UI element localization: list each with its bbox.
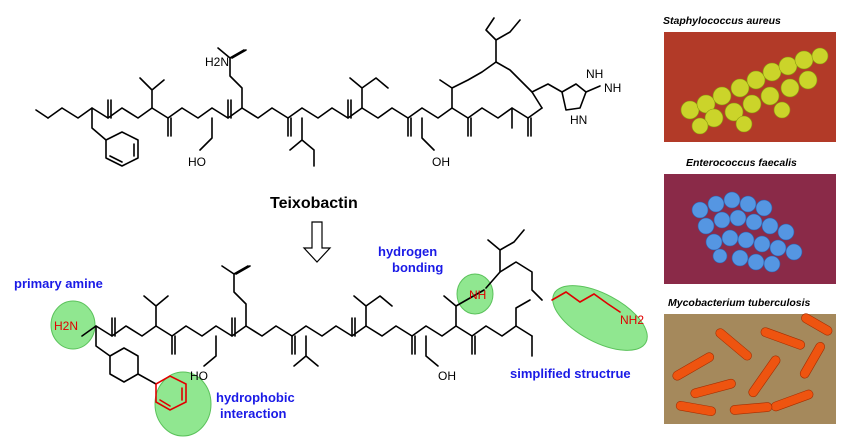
molecule-name: Teixobactin [270, 195, 358, 212]
bacteria-panel-2: Enterococcus faecalis [664, 157, 836, 284]
atom-h2n: H2N [205, 55, 229, 69]
atom-ho: HO [188, 155, 206, 169]
atom-h2n-primary: H2N [54, 319, 78, 333]
bacteria-panel-1: Staphylococcus aureus [663, 15, 836, 142]
atom-ho-bottom: HO [190, 369, 208, 383]
label-hydrogen: hydrogen [378, 244, 437, 259]
atom-oh: OH [432, 155, 450, 169]
analog-structure: H2N NH NH2 HO OH [54, 229, 644, 411]
teixobactin-structure: H2N HO OH NH NH HN [35, 17, 621, 169]
label-primary-amine: primary amine [14, 276, 103, 291]
label-simplified-structure: simplified structrue [510, 366, 631, 381]
atom-oh-bottom: OH [438, 369, 456, 383]
atom-nh-ring: NH [586, 67, 603, 81]
label-bonding: bonding [392, 260, 443, 275]
highlight-primary-amine [50, 300, 96, 350]
atom-nh2-lys: NH2 [620, 313, 644, 327]
caption-enterococcus: Enterococcus faecalis [686, 157, 797, 169]
highlight-hydrogen-bonding [456, 273, 494, 315]
atom-hn-ring: HN [570, 113, 587, 127]
caption-mycobacterium: Mycobacterium tuberculosis [668, 297, 811, 309]
caption-staph: Staphylococcus aureus [663, 15, 781, 27]
atom-nh-bond: NH [469, 288, 486, 302]
highlight-simplified [552, 285, 648, 351]
bacteria-panel-3: Mycobacterium tuberculosis [664, 297, 836, 424]
label-interaction: interaction [220, 406, 287, 421]
label-hydrophobic: hydrophobic [216, 390, 295, 405]
transform-arrow-icon [302, 221, 332, 263]
atom-nh-imine: NH [604, 81, 621, 95]
